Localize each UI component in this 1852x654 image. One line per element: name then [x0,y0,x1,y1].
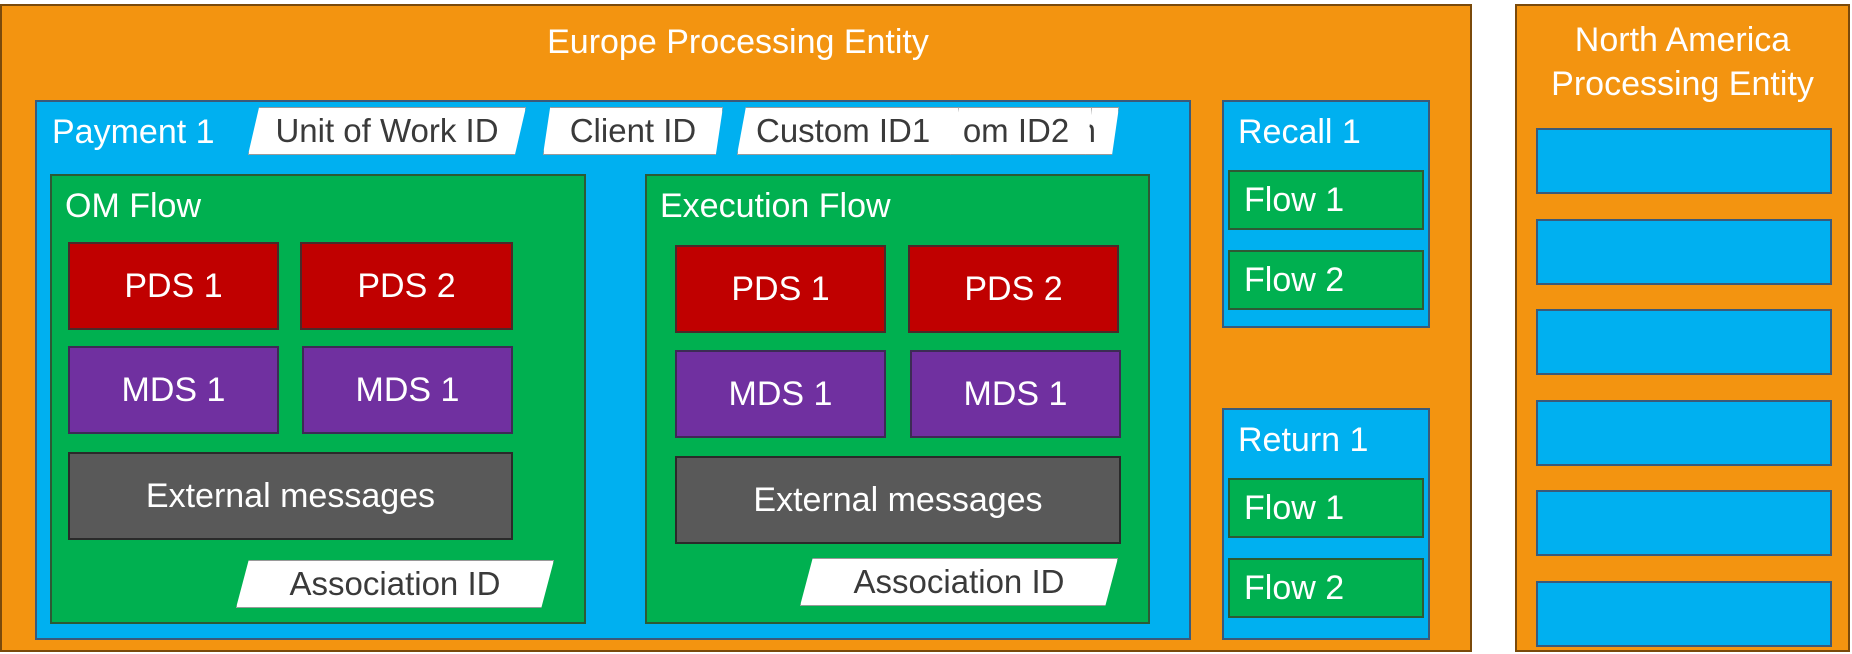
return-title: Return 1 [1238,421,1369,459]
recall-title: Recall 1 [1238,113,1361,151]
recall-flow-2: Flow 2 [1228,250,1424,310]
execution-flow-title: Execution Flow [660,187,891,225]
exec-pds-2: PDS 2 [908,245,1119,333]
payment-title: Payment 1 [52,113,215,151]
north-america-slot [1536,218,1832,285]
om-flow-title: OM Flow [65,187,201,225]
return-flow-1: Flow 1 [1228,478,1424,538]
exec-external-messages: External messages [675,456,1121,544]
om-pds-2: PDS 2 [300,242,513,330]
north-america-title-line1: North America [1574,20,1791,59]
om-pds-1: PDS 1 [68,242,279,330]
recall-flow-1: Flow 1 [1228,170,1424,230]
return-flow-2: Flow 2 [1228,558,1424,618]
custom-id2-tag-front: om ID2 [940,107,1092,155]
north-america-slot [1536,309,1832,375]
north-america-slot [1536,490,1832,556]
exec-association-id-tag: Association ID [800,558,1118,606]
om-association-id-tag: Association ID [236,560,554,608]
exec-mds-2: MDS 1 [910,350,1121,438]
client-id-tag: Client ID [543,107,723,155]
unit-of-work-id-tag: Unit of Work ID [248,107,526,155]
exec-pds-1: PDS 1 [675,245,886,333]
custom-id1-tag: Custom ID1 [737,107,959,155]
exec-mds-1: MDS 1 [675,350,886,438]
north-america-slot [1536,580,1832,647]
om-mds-2: MDS 1 [302,346,513,434]
north-america-slot [1536,399,1832,466]
om-external-messages: External messages [68,452,513,540]
north-america-slot [1536,128,1832,194]
north-america-title-line2: Processing Entity [1551,64,1814,103]
europe-entity-title: Europe Processing Entity [547,22,929,61]
om-mds-1: MDS 1 [68,346,279,434]
